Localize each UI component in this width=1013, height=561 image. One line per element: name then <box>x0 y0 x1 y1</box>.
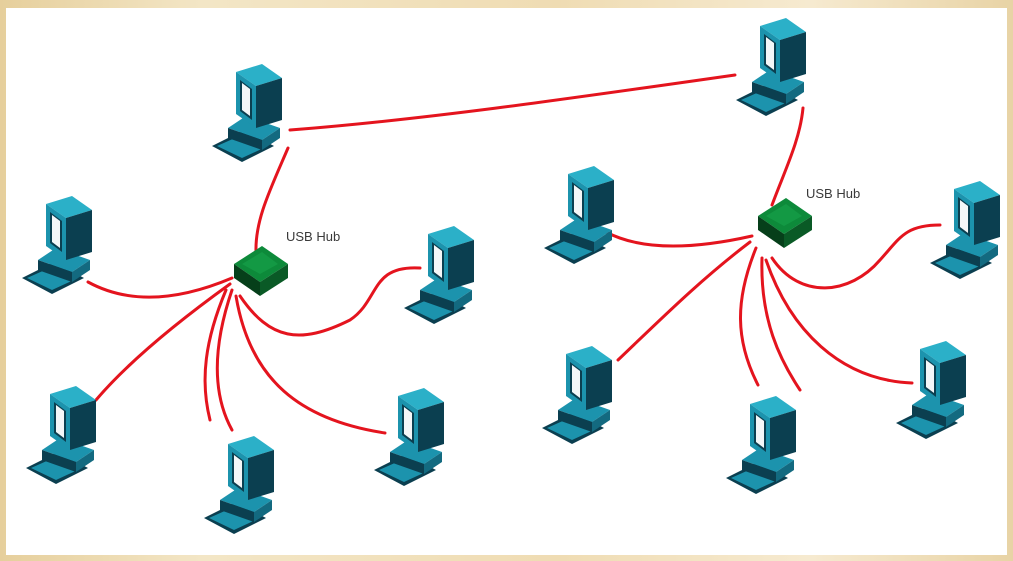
cable-hub-right-to-pc-center-1 <box>604 230 754 248</box>
usb-network-diagram: USB Hub USB Hub <box>22 18 1000 534</box>
computer-icon-top-left <box>212 64 282 162</box>
cable-hub-left-extra <box>203 288 228 422</box>
cable-hub-right-extra <box>760 256 802 392</box>
cable-top-link <box>288 73 737 132</box>
cable-hub-right-to-pc-center-2 <box>616 240 752 362</box>
cable-hub-left-to-pc-left-1 <box>86 276 234 299</box>
cable-hub-left-to-pc-mid-right-1 <box>238 266 422 337</box>
cable-group <box>86 73 942 435</box>
computer-icon-center-2 <box>542 346 612 444</box>
diagram-canvas: USB Hub USB Hub <box>6 8 1007 555</box>
cable-hub-right-to-pc-top-right <box>770 106 805 207</box>
hub-label-right: USB Hub <box>806 186 860 201</box>
usb-hub-left <box>234 246 288 296</box>
computer-icon-left-2 <box>26 386 96 484</box>
computer-icon-mid-right-2 <box>374 388 444 486</box>
cable-hub-right-to-pc-right-1 <box>770 223 942 290</box>
cable-hub-left-to-pc-bottom-left <box>215 288 234 432</box>
computer-icon-bottom-right <box>726 396 796 494</box>
cable-hub-left-to-pc-mid-right-2 <box>234 294 387 435</box>
computer-icon-mid-right-1 <box>404 226 474 324</box>
cable-hub-right-to-pc-bottom-right <box>739 246 760 387</box>
cable-hub-left-to-pc-left-2 <box>94 282 232 402</box>
computer-icon-top-right <box>736 18 806 116</box>
computer-icon-left-1 <box>22 196 92 294</box>
computer-icon-right-2 <box>896 341 966 439</box>
computer-icon-right-1 <box>930 181 1000 279</box>
computer-icon-bottom-left <box>204 436 274 534</box>
hub-label-left: USB Hub <box>286 229 340 244</box>
cable-hub-left-to-pc-top-left <box>254 146 290 254</box>
computer-icon-center-1 <box>544 166 614 264</box>
usb-hub-right <box>758 198 812 248</box>
cable-hub-right-to-pc-right-2 <box>764 258 914 385</box>
